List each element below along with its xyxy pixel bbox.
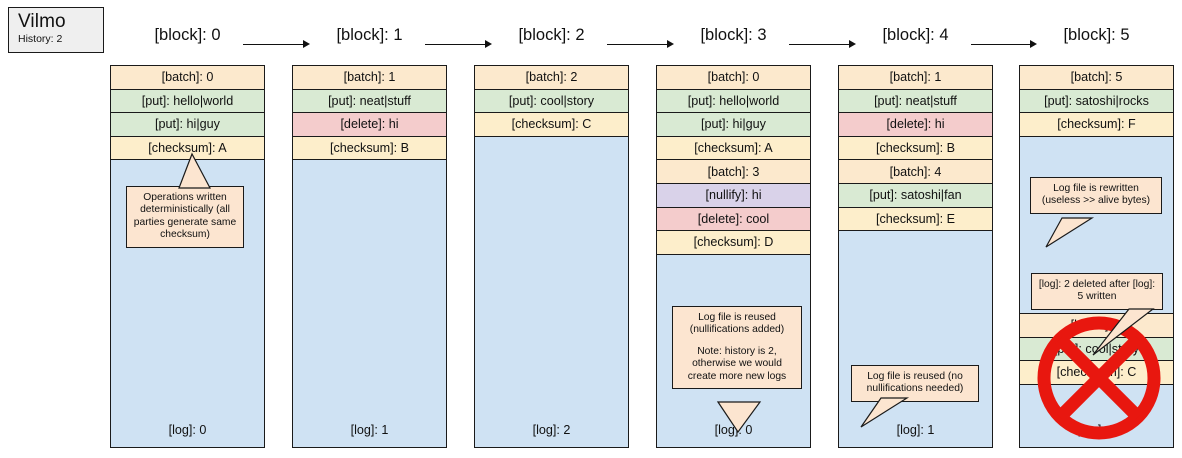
log-file-label-1: [log]: 1 (350, 423, 389, 437)
log-row-put: [put]: hello|world (657, 89, 810, 114)
log-column-2: [batch]: 2[put]: cool|story[checksum]: C… (474, 65, 629, 448)
arrow-shaft (607, 44, 668, 46)
note-paragraph: Log file is rewritten (useless >> alive … (1041, 183, 1151, 207)
app-history-label: History: 2 (18, 33, 63, 45)
arrow-shaft (971, 44, 1031, 46)
log-row-checksum: [checksum]: D (657, 231, 810, 255)
log-row-put: [put]: hi|guy (657, 113, 810, 137)
arrow-head-icon (667, 40, 674, 48)
note-paragraph: Log file is reused (no nullifications ne… (866, 371, 964, 395)
log-row-put: [put]: hello|world (111, 89, 264, 114)
app-badge: Vilmo History: 2 (8, 7, 104, 53)
log-row-batch: [batch]: 0 (111, 66, 264, 90)
log-row-checksum: [checksum]: C (475, 113, 628, 137)
block-arrow-3 (789, 40, 856, 49)
log-row-delete: [delete]: hi (293, 113, 446, 137)
block-header-0: [block]: 0 (154, 26, 221, 44)
arrow-head-icon (1030, 40, 1037, 48)
annotation-note-4: Log file is reused (no nullifications ne… (851, 365, 979, 402)
log-row-batch: [batch]: 3 (657, 160, 810, 184)
log-file-label-0: [log]: 0 (168, 423, 207, 437)
log-row-checksum: [checksum]: A (657, 136, 810, 161)
deleted-log-label: [log]: 2 (1077, 423, 1116, 437)
block-header-3: [block]: 3 (700, 26, 767, 44)
log-file-label-4: [log]: 1 (896, 423, 935, 437)
arrow-shaft (425, 44, 486, 46)
log-row-checksum: [checksum]: F (1020, 113, 1173, 137)
log-row-batch: [batch]: 0 (657, 66, 810, 90)
log-file-label-3: [log]: 0 (714, 423, 753, 437)
log-row-put: [put]: cool|story (475, 89, 628, 114)
log-column-0: [batch]: 0[put]: hello|world[put]: hi|gu… (110, 65, 265, 448)
arrow-head-icon (303, 40, 310, 48)
block-header-4: [block]: 4 (882, 26, 949, 44)
note-tail-4 (860, 397, 910, 428)
block-header-5: [block]: 5 (1063, 26, 1130, 44)
arrow-head-icon (485, 40, 492, 48)
log-column-3: [batch]: 0[put]: hello|world[put]: hi|gu… (656, 65, 811, 448)
block-arrow-0 (243, 40, 310, 49)
log-row-checksum: [checksum]: B (839, 136, 992, 161)
log-row-delete: [delete]: hi (839, 113, 992, 137)
log-row-batch: [batch]: 1 (839, 66, 992, 90)
log-row-batch: [batch]: 5 (1020, 66, 1173, 90)
annotation-note-3: Log file is reused (nullifications added… (672, 306, 802, 390)
log-column-4: [batch]: 1[put]: neat|stuff[delete]: hi[… (838, 65, 993, 448)
note-paragraph: Operations written deterministically (al… (133, 192, 237, 241)
log-row-put: [put]: satoshi|rocks (1020, 89, 1173, 114)
app-title: Vilmo (18, 11, 66, 32)
note-paragraph: [log]: 2 deleted after [log]: 5 written (1038, 279, 1156, 303)
note-tail-deleted (1092, 308, 1155, 356)
log-row-checksum: [checksum]: E (839, 207, 992, 232)
note-paragraph: Note: history is 2, otherwise we would c… (687, 345, 787, 382)
arrow-shaft (789, 44, 850, 46)
note-tail-5 (1045, 217, 1095, 248)
log-row-put: [put]: hi|guy (111, 113, 264, 137)
log-row-put: [put]: neat|stuff (839, 89, 992, 114)
arrow-head-icon (849, 40, 856, 48)
annotation-note-deleted: [log]: 2 deleted after [log]: 5 written (1031, 273, 1163, 310)
block-arrow-4 (971, 40, 1037, 49)
log-row-batch: [batch]: 1 (293, 66, 446, 90)
log-row-put: [put]: neat|stuff (293, 89, 446, 114)
annotation-note-5: Log file is rewritten (useless >> alive … (1030, 177, 1162, 214)
note-tail-0 (178, 152, 211, 189)
annotation-note-0: Operations written deterministically (al… (126, 186, 244, 248)
block-header-2: [block]: 2 (518, 26, 585, 44)
block-arrow-2 (607, 40, 674, 49)
log-row-nullify: [nullify]: hi (657, 183, 810, 208)
log-row-checksum: [checksum]: C (1020, 361, 1173, 385)
block-header-1: [block]: 1 (336, 26, 403, 44)
log-row-checksum: [checksum]: A (111, 136, 264, 161)
log-column-1: [batch]: 1[put]: neat|stuff[delete]: hi[… (292, 65, 447, 448)
log-row-put: [put]: satoshi|fan (839, 183, 992, 208)
note-tail-3 (716, 401, 762, 434)
arrow-shaft (243, 44, 304, 46)
log-row-batch: [batch]: 2 (475, 66, 628, 90)
log-file-label-2: [log]: 2 (532, 423, 571, 437)
note-paragraph: Log file is reused (nullifications added… (689, 312, 785, 336)
log-row-batch: [batch]: 4 (839, 160, 992, 184)
log-row-delete: [delete]: cool (657, 207, 810, 232)
block-arrow-1 (425, 40, 492, 49)
log-row-checksum: [checksum]: B (293, 136, 446, 161)
